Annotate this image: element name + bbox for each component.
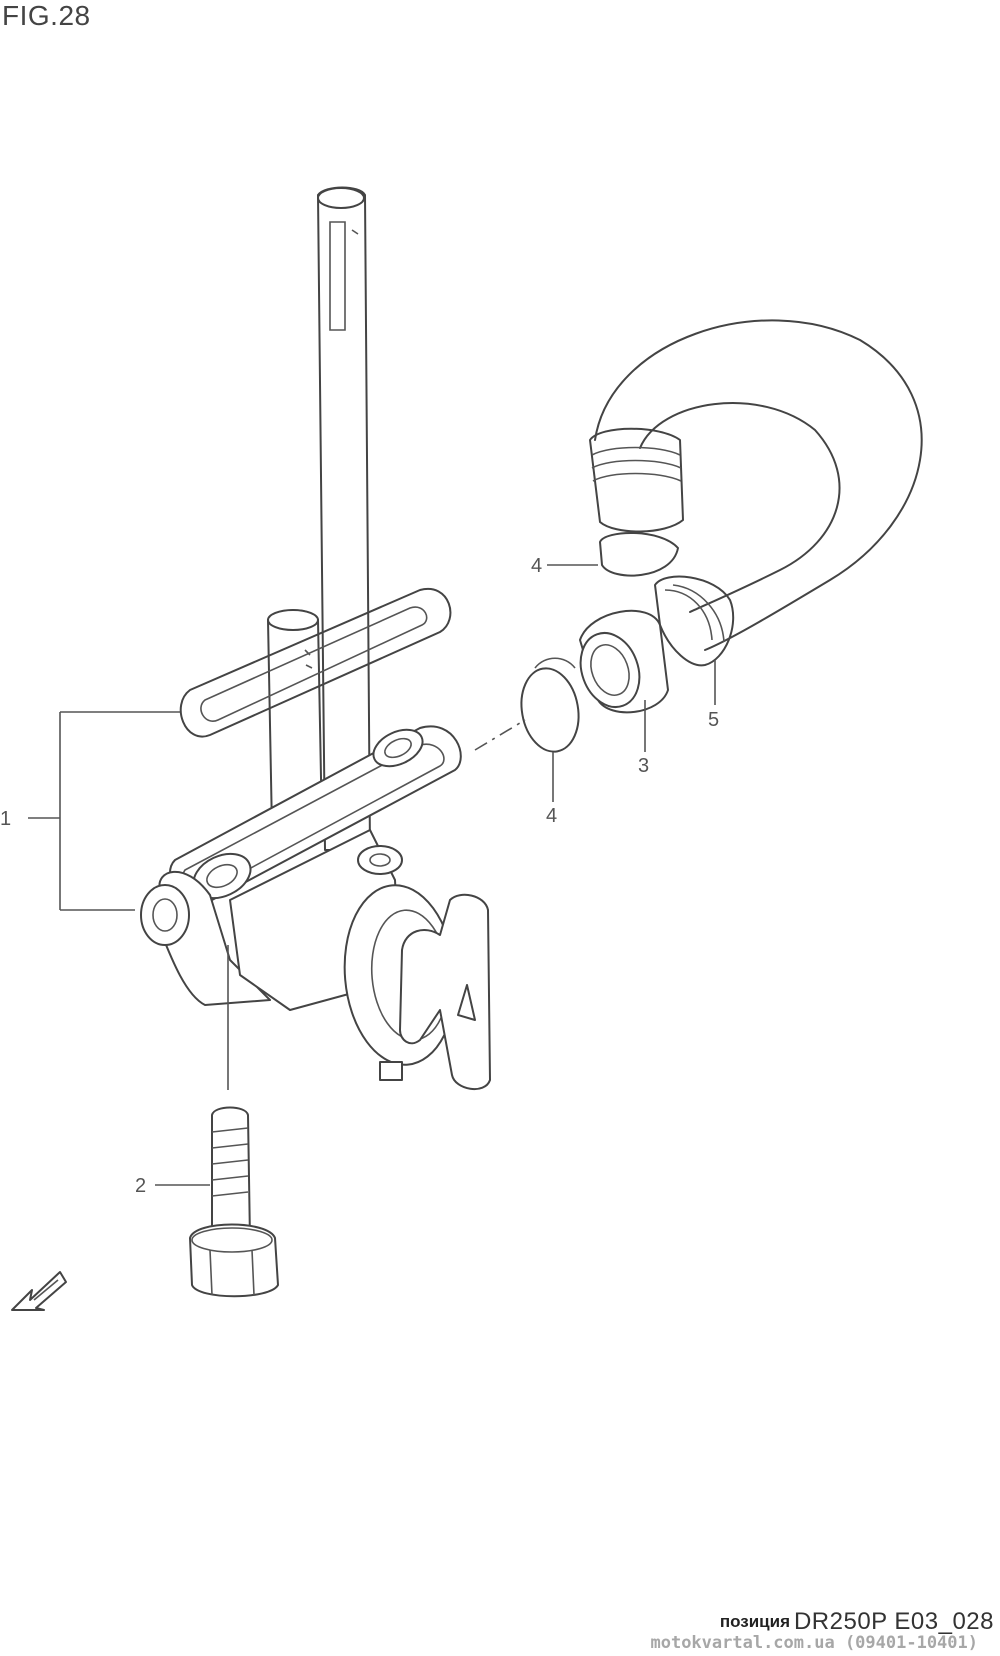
site-watermark: motokvartal.com.ua (09401-10401) bbox=[650, 1633, 978, 1653]
hose-clip-upper-drawing bbox=[599, 532, 679, 577]
callout-1: 1 bbox=[0, 808, 11, 830]
fuel-hose-drawing bbox=[589, 319, 923, 667]
callout-3: 3 bbox=[638, 755, 649, 777]
callout-2: 2 bbox=[135, 1175, 146, 1197]
leader-lines bbox=[28, 564, 716, 1186]
callout-5: 5 bbox=[708, 709, 719, 731]
screw-drawing bbox=[189, 1106, 279, 1298]
gasket-drawing bbox=[179, 587, 452, 738]
filter-washer-drawing bbox=[520, 657, 580, 753]
pickup-tube-drawing bbox=[317, 186, 371, 851]
figure-title: FIG.28 bbox=[2, 0, 91, 31]
front-direction-arrow-icon bbox=[11, 1271, 67, 1311]
callout-4-lower: 4 bbox=[546, 805, 557, 827]
pipe-fitting-drawing bbox=[579, 609, 669, 714]
figure-code: DR250P E03_028 bbox=[793, 1608, 994, 1635]
callout-4-upper: 4 bbox=[531, 555, 542, 577]
fuel-cock-lever-drawing bbox=[343, 884, 491, 1090]
footer-label: позиция bbox=[719, 1612, 790, 1631]
